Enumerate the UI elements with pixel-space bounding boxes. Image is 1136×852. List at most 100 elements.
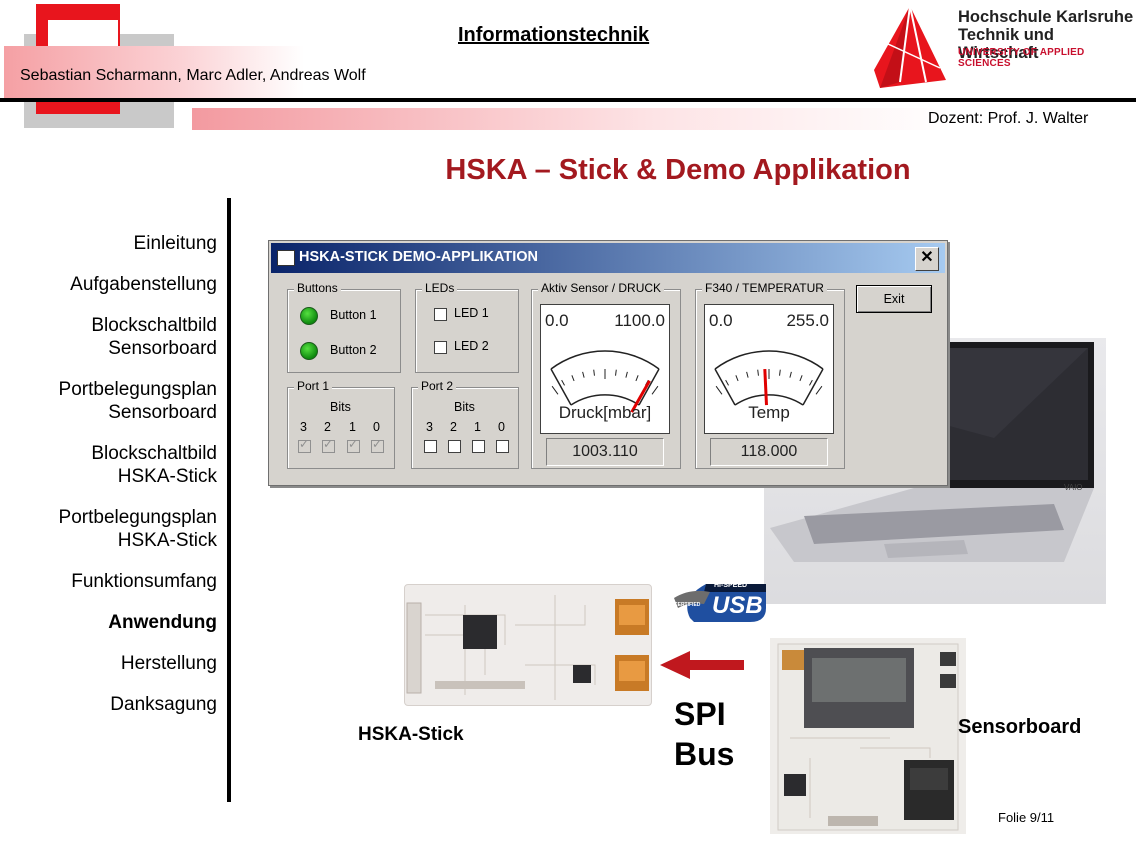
university-name-line1: Hochschule Karlsruhe bbox=[958, 8, 1134, 26]
close-button[interactable]: ✕ bbox=[915, 247, 939, 271]
port1-group-label: Port 1 bbox=[294, 379, 333, 393]
leds-group: LEDs LED 1 LED 2 bbox=[415, 281, 519, 373]
port2-bit2-checkbox[interactable] bbox=[448, 440, 461, 453]
lecturer-text: Dozent: Prof. J. Walter bbox=[928, 110, 1089, 127]
port1-bit0-label: 0 bbox=[373, 420, 380, 434]
gauge-tick bbox=[551, 385, 559, 395]
gauge-tick bbox=[779, 369, 781, 376]
laptop-icon: VAIO bbox=[770, 342, 1094, 562]
port2-bit3-label: 3 bbox=[426, 420, 433, 434]
app-window-icon bbox=[277, 250, 295, 266]
demo-app-window: HSKA-STICK DEMO-APPLIKATION ✕ Buttons Bu… bbox=[268, 240, 948, 486]
temperature-gauge: 0.0 255.0 Temp bbox=[704, 304, 834, 434]
port2-bits-label: Bits bbox=[454, 400, 475, 414]
port1-bit0-checkbox bbox=[371, 437, 384, 453]
port2-group: Port 2 Bits 3 2 1 0 bbox=[411, 379, 519, 469]
port1-bit1-checkbox bbox=[347, 437, 360, 453]
slide-number: Folie 9/11 bbox=[998, 810, 1055, 825]
usb-logo-icon bbox=[674, 584, 766, 622]
port1-bit2-checkbox bbox=[322, 437, 335, 453]
university-name: Hochschule Karlsruhe Technik und Wirtsch… bbox=[958, 8, 1136, 62]
temperature-min-label: 0.0 bbox=[709, 311, 733, 330]
leds-group-label: LEDs bbox=[422, 281, 458, 295]
agenda-item[interactable]: Portbelegungsplan Sensorboard bbox=[58, 379, 217, 423]
header-gradient-bar bbox=[192, 108, 952, 130]
buttons-group-label: Buttons bbox=[294, 281, 341, 295]
agenda-item[interactable]: Herstellung bbox=[120, 653, 217, 674]
sensorboard-label: Sensorboard bbox=[958, 716, 1082, 738]
led2-label: LED 2 bbox=[454, 339, 489, 353]
authors-text: Sebastian Scharmann, Marc Adler, Andreas… bbox=[20, 67, 366, 84]
agenda-item[interactable]: Funktionsumfang bbox=[71, 571, 217, 592]
pressure-min-label: 0.0 bbox=[545, 311, 569, 330]
led1-checkbox[interactable] bbox=[434, 308, 447, 321]
usb-hi-speed-logo: HI-SPEED USB CERTIFIED bbox=[670, 578, 768, 624]
gauge-tick bbox=[561, 379, 565, 386]
svg-text:VAIO: VAIO bbox=[1064, 483, 1083, 492]
bus-label: Bus bbox=[674, 736, 735, 772]
port2-bit2-label: 2 bbox=[450, 420, 457, 434]
pressure-max-label: 1100.0 bbox=[614, 311, 665, 330]
temperature-readout: 118.000 bbox=[710, 438, 828, 466]
gauge-tick bbox=[799, 375, 803, 382]
port1-bit3-checkbox bbox=[298, 437, 311, 453]
buttons-group: Buttons Button 1 Button 2 bbox=[287, 281, 401, 373]
sensorboard-icon bbox=[777, 643, 959, 831]
pressure-needle bbox=[630, 380, 651, 413]
agenda-item[interactable]: Blockschaltbild Sensorboard bbox=[91, 315, 217, 359]
header-rule bbox=[0, 98, 1136, 102]
port1-bit2-label: 2 bbox=[324, 420, 331, 434]
temperature-group-label: F340 / TEMPERATUR bbox=[702, 281, 827, 295]
arrow-left-icon bbox=[660, 651, 744, 679]
usb-hi-speed-text: HI-SPEED bbox=[714, 582, 748, 589]
gauge-tick bbox=[715, 385, 723, 395]
gauge-tick bbox=[735, 375, 739, 382]
button2-label: Button 2 bbox=[330, 343, 377, 357]
agenda-item[interactable]: Anwendung bbox=[108, 612, 217, 633]
gauge-tick bbox=[757, 369, 759, 376]
agenda-divider bbox=[227, 198, 231, 802]
button2-led-icon bbox=[300, 342, 318, 360]
port1-group: Port 1 Bits 3 2 1 0 bbox=[287, 379, 395, 469]
university-name-line2: Technik und Wirtschaft bbox=[958, 26, 1054, 62]
agenda-item[interactable]: Einleitung bbox=[133, 233, 217, 254]
port2-group-label: Port 2 bbox=[418, 379, 457, 393]
port2-bit3-checkbox[interactable] bbox=[424, 440, 437, 453]
gauge-tick bbox=[635, 375, 639, 382]
gauge-tick bbox=[615, 369, 617, 376]
temperature-needle bbox=[763, 369, 768, 406]
gauge-tick bbox=[789, 371, 792, 378]
temperature-max-label: 255.0 bbox=[786, 311, 829, 330]
window-titlebar[interactable]: HSKA-STICK DEMO-APPLIKATION ✕ bbox=[271, 243, 945, 273]
button1-label: Button 1 bbox=[330, 308, 377, 322]
authors-banner bbox=[4, 46, 304, 100]
agenda-item[interactable]: Aufgabenstellung bbox=[70, 274, 217, 295]
course-title: Informationstechnik bbox=[458, 24, 650, 46]
agenda-item[interactable]: Blockschaltbild HSKA-Stick bbox=[91, 443, 217, 487]
gauge-tick bbox=[746, 371, 749, 378]
pressure-group: Aktiv Sensor / DRUCK 0.0 1100.0 Druck[mb… bbox=[531, 281, 681, 469]
port2-bit0-checkbox[interactable] bbox=[496, 440, 509, 453]
led1-label: LED 1 bbox=[454, 306, 489, 320]
hska-stick-board-icon bbox=[406, 595, 649, 700]
university-subtitle: UNIVERSITY OF APPLIED SCIENCES bbox=[958, 47, 1085, 69]
exit-button[interactable]: Exit bbox=[856, 285, 932, 313]
university-logo-icon bbox=[874, 5, 946, 88]
port1-bit1-label: 1 bbox=[349, 420, 356, 434]
window-title: HSKA-STICK DEMO-APPLIKATION bbox=[299, 249, 538, 265]
agenda-item[interactable]: Danksagung bbox=[110, 694, 217, 715]
gauge-tick bbox=[625, 371, 628, 378]
hska-stick-label: HSKA-Stick bbox=[358, 724, 464, 745]
temperature-group: F340 / TEMPERATUR 0.0 255.0 Temp 118.000 bbox=[695, 281, 845, 469]
led2-checkbox[interactable] bbox=[434, 341, 447, 354]
pressure-dial bbox=[550, 350, 660, 413]
pressure-gauge: 0.0 1100.0 Druck[mbar] bbox=[540, 304, 670, 434]
gauge-tick bbox=[571, 375, 575, 382]
port2-bit1-checkbox[interactable] bbox=[472, 440, 485, 453]
slide-title: HSKA – Stick & Demo Applikation bbox=[445, 154, 911, 186]
port2-bit0-label: 0 bbox=[498, 420, 505, 434]
temperature-unit-label: Temp bbox=[748, 403, 790, 422]
port2-bit1-label: 1 bbox=[474, 420, 481, 434]
agenda-item[interactable]: Portbelegungsplan HSKA-Stick bbox=[58, 507, 217, 551]
